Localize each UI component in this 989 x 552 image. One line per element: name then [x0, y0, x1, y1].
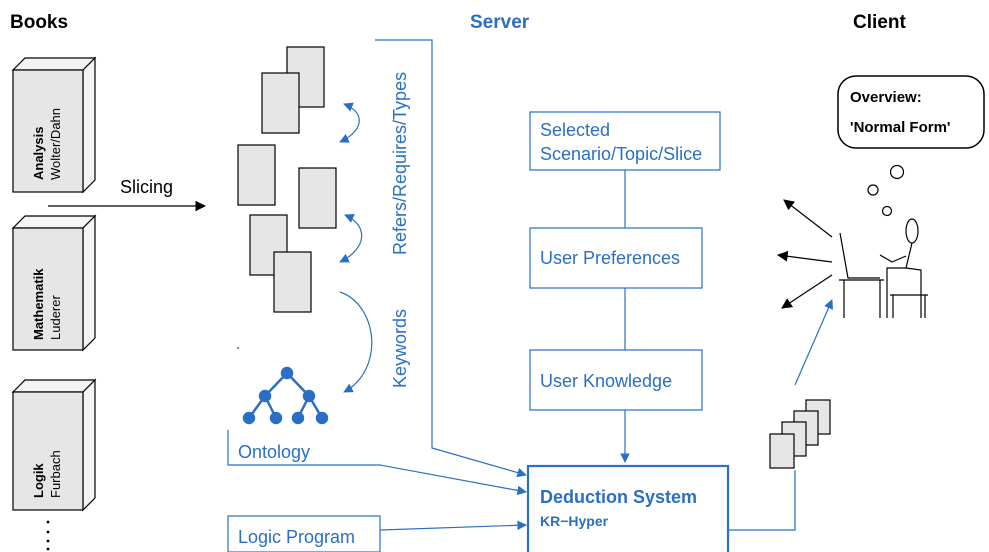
thought-circles: [867, 164, 905, 217]
reference-curves: [339, 102, 373, 393]
book-title: Mathematik: [31, 268, 46, 340]
user-knowledge-label: User Knowledge: [540, 371, 672, 391]
refers-label: Refers/Requires/Types: [390, 72, 410, 255]
output-pages-stack: [769, 399, 831, 469]
ontology-connector: [227, 430, 527, 496]
pages-to-client-arrow: [794, 299, 833, 386]
more-books-ellipsis: [46, 520, 50, 551]
logic-program-connector: [379, 520, 527, 531]
user-preferences-label: User Preferences: [540, 248, 680, 268]
book-logik: Logik Furbach: [11, 378, 97, 512]
client-header: Client: [853, 12, 906, 33]
deduction-system-title: Deduction System: [540, 487, 697, 507]
server-header: Server: [470, 12, 530, 33]
book-author: Furbach: [48, 450, 63, 498]
deduction-output-line: [728, 470, 796, 531]
thought-bubble: [837, 75, 985, 149]
keywords-label: Keywords: [390, 309, 410, 388]
user-at-computer-icon: [839, 218, 928, 318]
ontology-tree-icon: [242, 366, 329, 425]
ontology-label: Ontology: [238, 442, 310, 462]
selected-scenario-line1: Selected: [540, 120, 610, 140]
client-output-arrows: [776, 199, 833, 309]
refers-connector: [375, 39, 527, 478]
book-author: Luderer: [48, 295, 63, 340]
user-preferences-box: [529, 227, 703, 289]
logic-program-label: Logic Program: [238, 527, 355, 547]
book-title: Analysis: [31, 127, 46, 180]
books-header: Books: [10, 12, 68, 33]
deduction-system-subtitle: KR−Hyper: [540, 513, 609, 529]
selected-scenario-line2: Scenario/Topic/Slice: [540, 144, 702, 164]
slice-pages: [237, 46, 337, 313]
logic-program-box: [227, 515, 381, 552]
user-knowledge-box: [529, 349, 703, 411]
book-title: Logik: [31, 463, 46, 498]
book-mathematik: Mathematik Luderer: [11, 214, 97, 352]
book-analysis: Analysis Wolter/Dahn: [11, 56, 97, 194]
bubble-line1: Overview:: [850, 89, 922, 106]
deduction-system-box: [526, 464, 730, 552]
slicing-label: Slicing: [120, 177, 173, 197]
stray-dot: [237, 347, 239, 349]
book-author: Wolter/Dahn: [48, 108, 63, 180]
bubble-line2: 'Normal Form': [850, 119, 950, 136]
